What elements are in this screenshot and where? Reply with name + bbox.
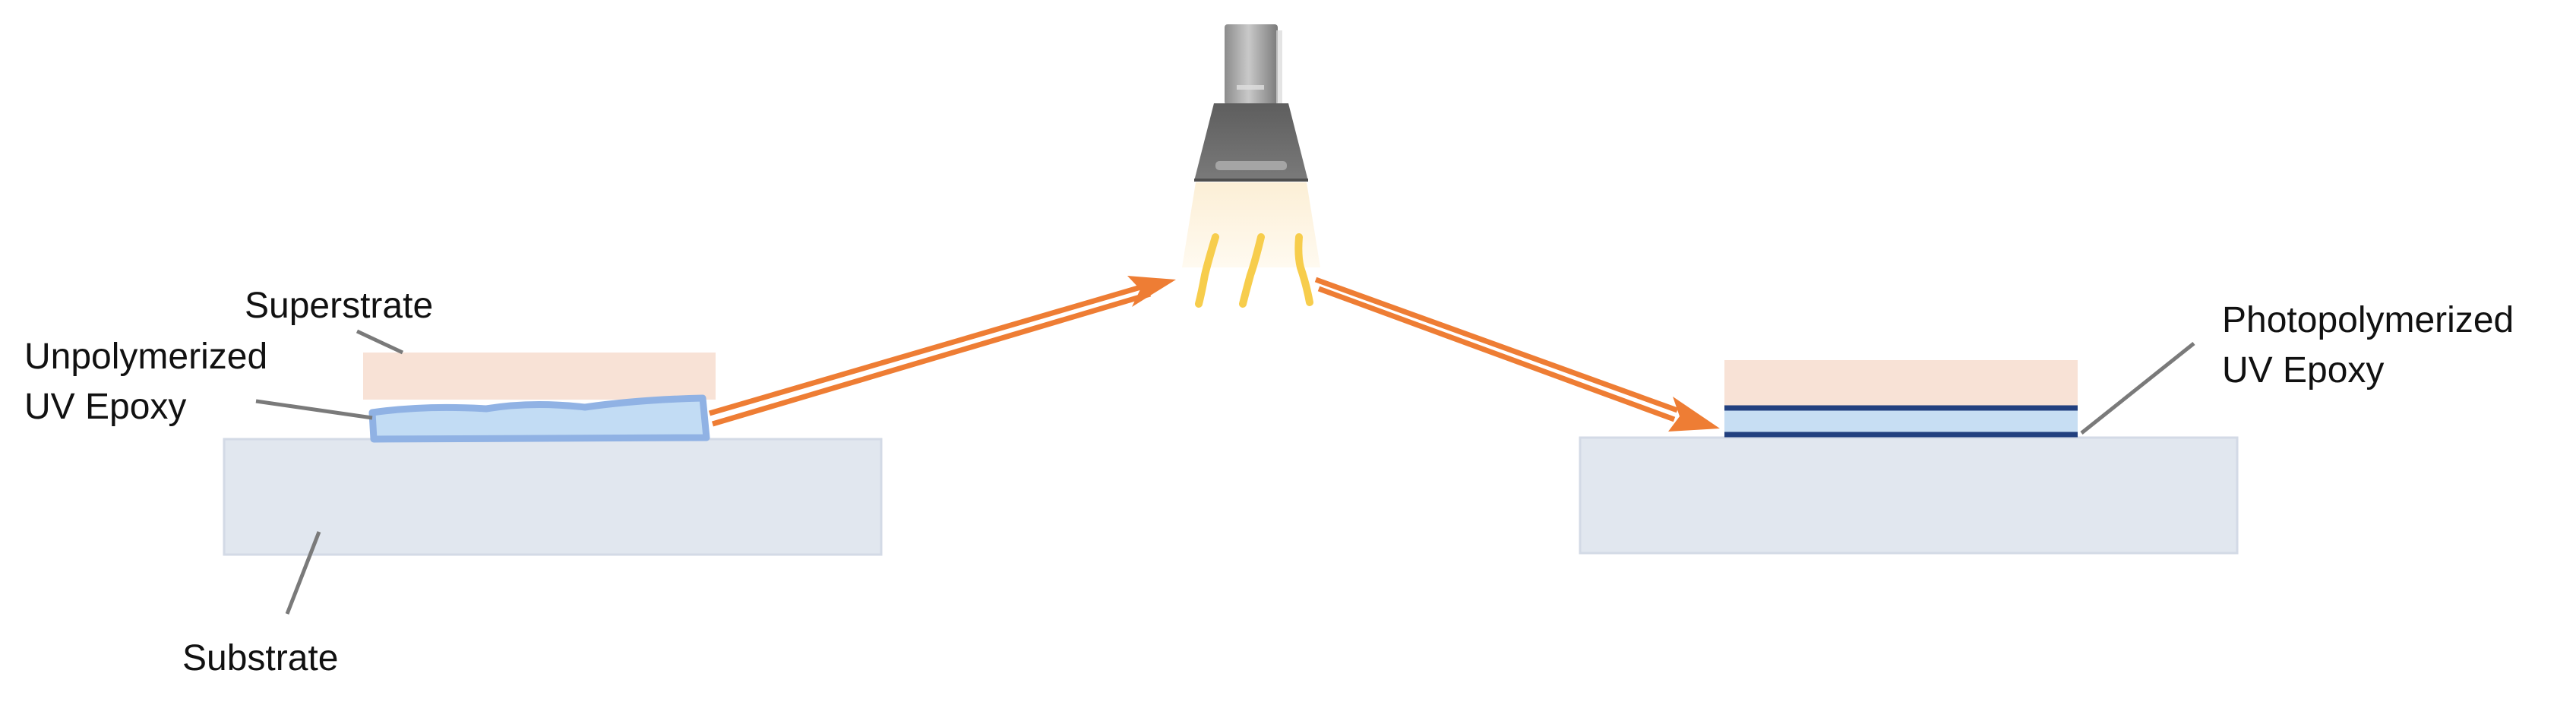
right-assembly (1579, 360, 2239, 555)
label-unpolymerized-line2: UV Epoxy (24, 387, 186, 427)
light-ray-2 (1239, 233, 1265, 308)
substrate-left (223, 438, 883, 556)
light-ray-1 (1195, 233, 1219, 308)
label-superstrate: Superstrate (245, 286, 433, 326)
label-photopolymerized-line1: Photopolymerized (2222, 300, 2514, 340)
left-assembly (223, 353, 883, 556)
leader-substrate (285, 531, 321, 615)
label-photopolymerized-line2: UV Epoxy (2222, 350, 2384, 391)
uv-lamp-icon (1194, 24, 1308, 182)
superstrate-left (363, 353, 716, 400)
substrate-right (1579, 436, 2239, 555)
arrowhead-to-lamp (1127, 276, 1176, 307)
leader-superstrate (356, 329, 404, 355)
lamp-neck (1225, 24, 1278, 105)
unpolymerized-epoxy-layer (368, 394, 710, 443)
arrowhead-from-lamp (1668, 397, 1720, 432)
light-rays-icon (1182, 182, 1320, 308)
arrow-from-lamp (1314, 277, 1720, 432)
superstrate-right (1724, 360, 2078, 407)
label-unpolymerized-line1: Unpolymerized (24, 337, 267, 377)
light-ray-3 (1294, 233, 1313, 306)
label-substrate: Substrate (182, 638, 338, 678)
leader-unpolymerized-epoxy (255, 399, 373, 420)
arrow-to-lamp (709, 276, 1176, 427)
leader-photopolymerized-epoxy (2080, 342, 2195, 435)
polymerized-epoxy-layer (1724, 407, 2078, 435)
